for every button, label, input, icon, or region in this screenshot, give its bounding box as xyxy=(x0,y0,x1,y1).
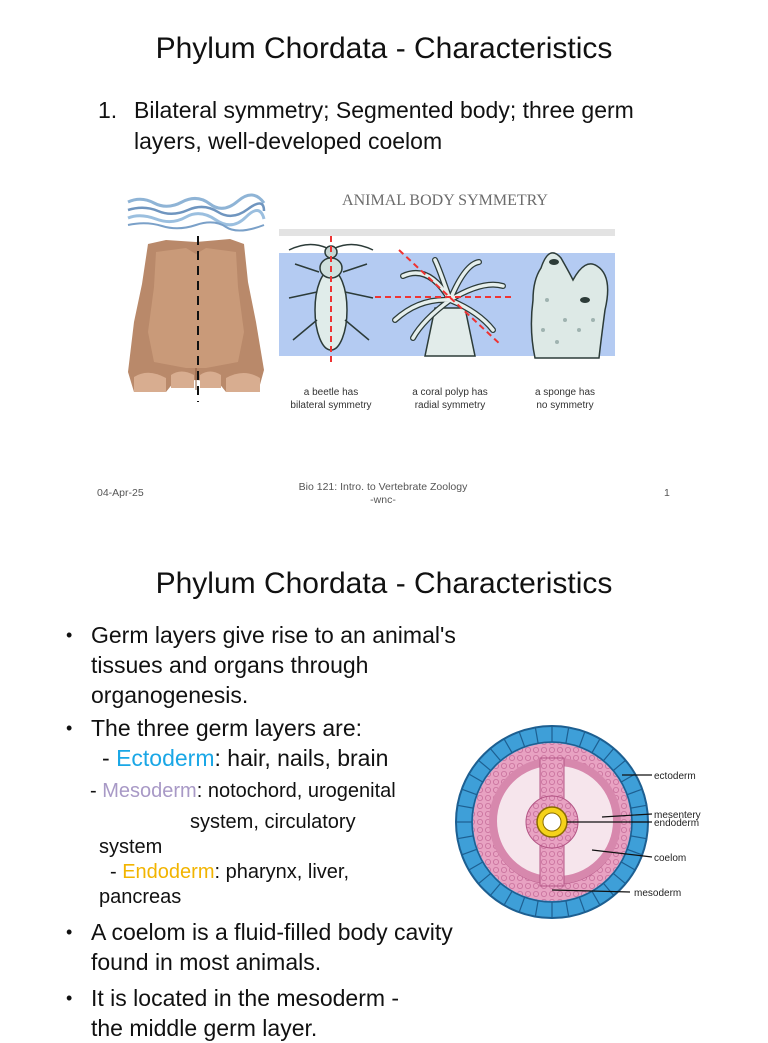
slide-title: Phylum Chordata - Characteristics xyxy=(155,32,613,65)
coral-caption-line1: a coral polyp has xyxy=(412,387,488,398)
ectoderm-cell-divider xyxy=(630,835,647,840)
label-coelom: coelom xyxy=(654,853,686,864)
endoderm-line-2: pancreas xyxy=(99,886,182,908)
label-mesoderm: mesoderm xyxy=(634,888,681,899)
label-endoderm: endoderm xyxy=(654,818,699,829)
bullet-icon: • xyxy=(66,988,73,1008)
bullet-text: The three germ layers are: xyxy=(91,715,363,741)
ectoderm-cell-divider xyxy=(565,727,570,744)
germ-layers-diagram: ectoderm mesentery endoderm coelom mesod… xyxy=(455,725,701,919)
ectoderm-cell-divider xyxy=(468,861,484,871)
bullet-text-line2: the middle germ layer. xyxy=(91,1015,318,1041)
ectoderm-cell-divider xyxy=(489,882,502,896)
item-number: 1. xyxy=(98,97,118,123)
bullet-text: Germ layers give rise to an animal's tis… xyxy=(91,622,456,708)
ectoderm-term: Ectoderm xyxy=(116,745,215,771)
ectoderm-cell-divider xyxy=(478,759,492,772)
coral-polyp-illustration xyxy=(375,249,515,357)
ectoderm-cell-divider xyxy=(612,759,626,772)
slide-title: Phylum Chordata - Characteristics xyxy=(155,567,613,600)
ectoderm-cell-divider xyxy=(578,896,586,913)
mesoderm-line-3: system xyxy=(99,836,163,858)
slide-2: Phylum Chordata - Characteristics • Germ… xyxy=(0,535,768,1041)
ectoderm-cell-divider xyxy=(626,788,643,796)
dash: - xyxy=(110,861,123,883)
mesoderm-line: - Mesoderm: notochord, urogenital xyxy=(90,779,396,804)
figure-title: ANIMAL BODY SYMMETRY xyxy=(342,192,548,209)
dash: - xyxy=(90,780,103,802)
endoderm-line: - Endoderm: pharynx, liver, xyxy=(110,860,349,885)
ectoderm-cell-divider xyxy=(578,731,586,748)
ectoderm-cell-divider xyxy=(534,900,539,917)
cat-bilateral-image xyxy=(126,193,266,402)
ectoderm-line: - Ectoderm: hair, nails, brain xyxy=(102,743,388,773)
sponge-caption-line2: no symmetry xyxy=(536,400,593,411)
animal-body-symmetry-figure: ANIMAL BODY SYMMETRY xyxy=(279,192,615,411)
mesoderm-line-2: system, circulatory xyxy=(190,811,356,833)
beetle-illustration xyxy=(288,236,374,366)
ectoderm-cell-divider xyxy=(503,738,513,754)
coral-caption-line2: radial symmetry xyxy=(415,400,486,411)
ectoderm-cell-divider xyxy=(518,731,526,748)
footer-course-line2: -wnc- xyxy=(370,494,396,506)
ectoderm-cell-divider xyxy=(457,804,474,809)
sponge-illustration xyxy=(530,252,609,359)
ectoderm-cell-divider xyxy=(602,882,615,896)
label-ectoderm: ectoderm xyxy=(654,771,696,782)
bullet-icon: • xyxy=(66,922,73,942)
ectoderm-cell-divider xyxy=(591,890,601,906)
noise-strip xyxy=(126,193,266,232)
bullet-text-block: It is located in the mesoderm - the midd… xyxy=(91,983,491,1043)
ectoderm-cell-divider xyxy=(565,900,570,917)
footer-course: Bio 121: Intro. to Vertebrate Zoology -w… xyxy=(270,481,496,507)
bullet-text: A coelom is a fluid-filled body cavity f… xyxy=(91,919,453,975)
ectoderm-cell-divider xyxy=(478,872,492,885)
ectoderm-cell-divider xyxy=(534,727,539,744)
ectoderm-description: : hair, nails, brain xyxy=(214,745,389,771)
sponge-caption-line1: a sponge has xyxy=(535,387,595,398)
ectoderm-cell-divider xyxy=(591,738,601,754)
label-leader-lines xyxy=(551,774,653,893)
ectoderm-cell-divider xyxy=(602,748,615,762)
footer-page-number: 1 xyxy=(664,487,670,499)
footer-date: 04-Apr-25 xyxy=(97,487,144,499)
beetle-caption-line2: bilateral symmetry xyxy=(290,400,371,411)
ectoderm-cell-divider xyxy=(626,848,643,856)
label-mesentery: mesentery xyxy=(654,810,701,821)
gut-endoderm xyxy=(525,795,579,849)
ectoderm-cell-divider xyxy=(518,896,526,913)
mesoderm-term: Mesoderm xyxy=(102,780,197,802)
ectoderm-cell-divider xyxy=(489,748,502,762)
bullet-icon: • xyxy=(66,718,73,738)
ectoderm-cell-divider xyxy=(630,804,647,809)
ectoderm-cell-divider xyxy=(461,848,478,856)
mesoderm-description: : notochord, urogenital xyxy=(196,780,396,802)
cat-body xyxy=(128,239,264,392)
bullet-icon: • xyxy=(66,625,73,645)
beetle-caption-line1: a beetle has xyxy=(304,387,359,398)
ectoderm-cell-divider xyxy=(620,861,636,871)
slide-1: Phylum Chordata - Characteristics 1. Bil… xyxy=(97,32,670,507)
ectoderm-cell-divider xyxy=(461,788,478,796)
bullet-text-line1: It is located in the mesoderm - xyxy=(91,985,400,1011)
ectoderm-cell-divider xyxy=(457,835,474,840)
ectoderm-cell-divider xyxy=(468,773,484,783)
ectoderm-cell-divider xyxy=(612,872,626,885)
dash: - xyxy=(102,745,117,771)
item-text: Bilateral symmetry; Segmented body; thre… xyxy=(134,97,634,154)
ectoderm-cell-divider xyxy=(503,890,513,906)
footer-course-line1: Bio 121: Intro. to Vertebrate Zoology xyxy=(298,481,468,493)
endoderm-description: : pharynx, liver, xyxy=(214,861,350,883)
endoderm-term: Endoderm xyxy=(122,861,215,883)
